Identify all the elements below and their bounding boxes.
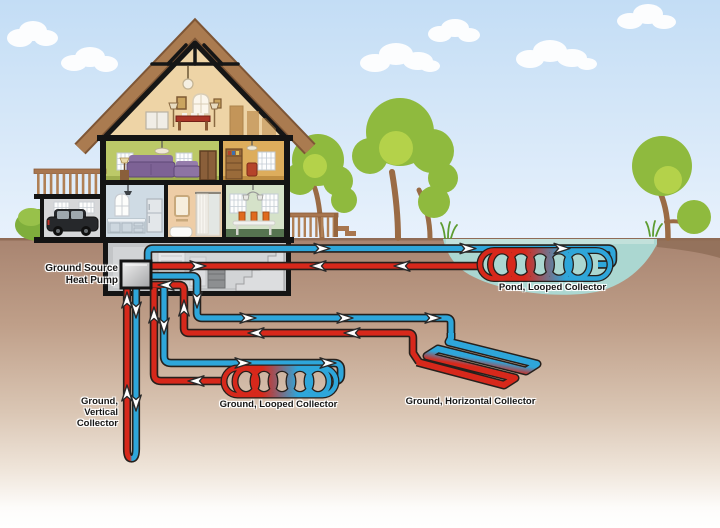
living-room-furniture	[116, 140, 217, 181]
cloud	[61, 47, 118, 72]
dining-room-furniture	[229, 185, 279, 235]
chandelier	[242, 194, 250, 201]
ground-looped-coil	[220, 364, 340, 399]
table-lamp	[119, 157, 130, 164]
cloud	[360, 43, 440, 72]
cloud	[7, 21, 58, 47]
dining-table	[232, 220, 276, 226]
car	[46, 209, 99, 236]
window	[261, 193, 279, 214]
floor-lamp	[209, 102, 220, 110]
pond-looped-coil	[476, 247, 614, 282]
floor-lamp	[168, 102, 179, 110]
fridge	[146, 198, 163, 233]
label-heat-pump: Ground Source Heat Pump	[45, 263, 118, 286]
pendant-lamp	[246, 145, 258, 151]
cloud	[428, 19, 480, 42]
shelf	[176, 219, 188, 222]
deck-rail	[33, 168, 107, 174]
attic-lamp	[182, 78, 194, 90]
cloud	[516, 40, 597, 70]
porch-deck	[289, 212, 356, 237]
clouds	[7, 4, 676, 72]
ground-looped-pipes	[149, 288, 346, 399]
horizontal-collector-pipes	[150, 271, 542, 390]
grass-tufts	[440, 220, 663, 239]
basement-shelf	[207, 267, 226, 289]
kitchen-furniture	[107, 185, 163, 234]
label-ground-looped-collector: Ground, Looped Collector	[219, 399, 338, 410]
kitchen-lamp	[124, 191, 132, 195]
label-pond-looped-collector: Pond, Looped Collector	[498, 282, 607, 293]
roof-truss	[150, 43, 240, 66]
trees	[15, 98, 711, 241]
ground-edge	[0, 238, 720, 241]
label-ground-horizontal-collector: Ground, Horizontal Collector	[405, 396, 536, 407]
window	[257, 151, 276, 171]
cloud	[617, 4, 676, 29]
side-table	[120, 170, 129, 181]
horizontal-collector-coil	[416, 333, 540, 388]
mirror	[174, 195, 190, 217]
armchair	[246, 162, 258, 177]
label-vertical-collector: Ground, Vertical Collector	[76, 396, 118, 429]
roof	[75, 20, 315, 153]
window	[229, 193, 247, 214]
study-room-furniture	[225, 140, 276, 180]
vertical-collector-pipes	[122, 287, 141, 463]
tree	[632, 136, 711, 241]
pendant-lamp	[154, 147, 170, 155]
bathtub	[169, 226, 193, 238]
tree	[352, 98, 458, 241]
bathroom-furniture	[169, 191, 221, 238]
attic-table	[175, 115, 211, 122]
